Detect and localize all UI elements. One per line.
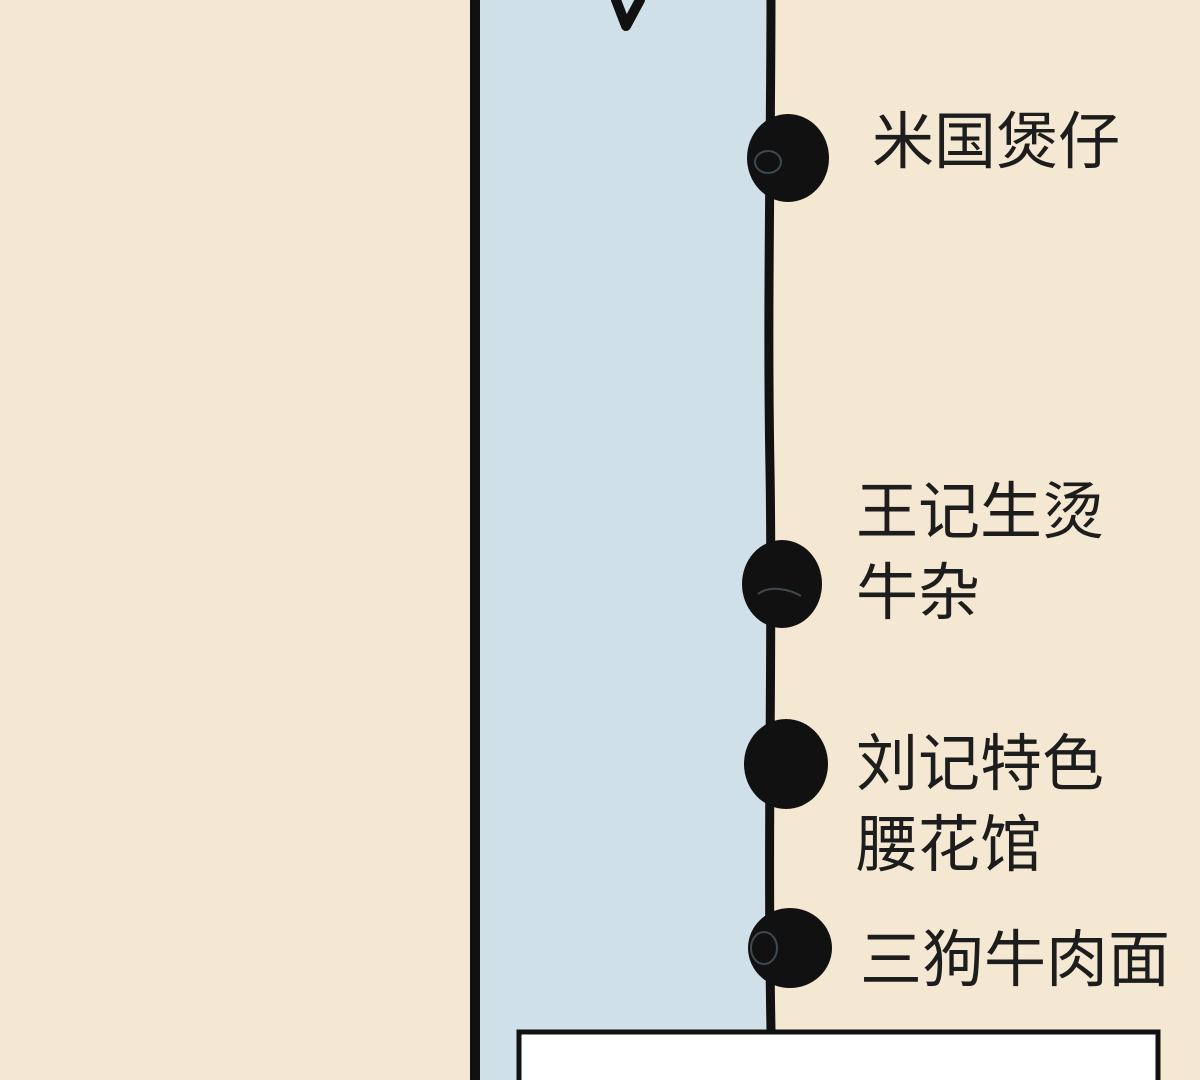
stop-marker-1 (747, 114, 829, 202)
arrow-tip (611, 0, 645, 31)
bottom-box (516, 1029, 1161, 1080)
stop-label-4: 三狗牛肉面 (860, 923, 1171, 996)
stop-marker-4 (748, 908, 832, 988)
stop-label-3: 刘记特色腰花馆 (856, 727, 1105, 881)
stop-marker-2 (742, 540, 822, 628)
stop-label-2: 王记生烫牛杂 (856, 475, 1105, 629)
stop-marker-3 (744, 719, 828, 809)
road-strip (475, 0, 772, 1080)
stop-label-1: 米国煲仔 (872, 105, 1121, 178)
